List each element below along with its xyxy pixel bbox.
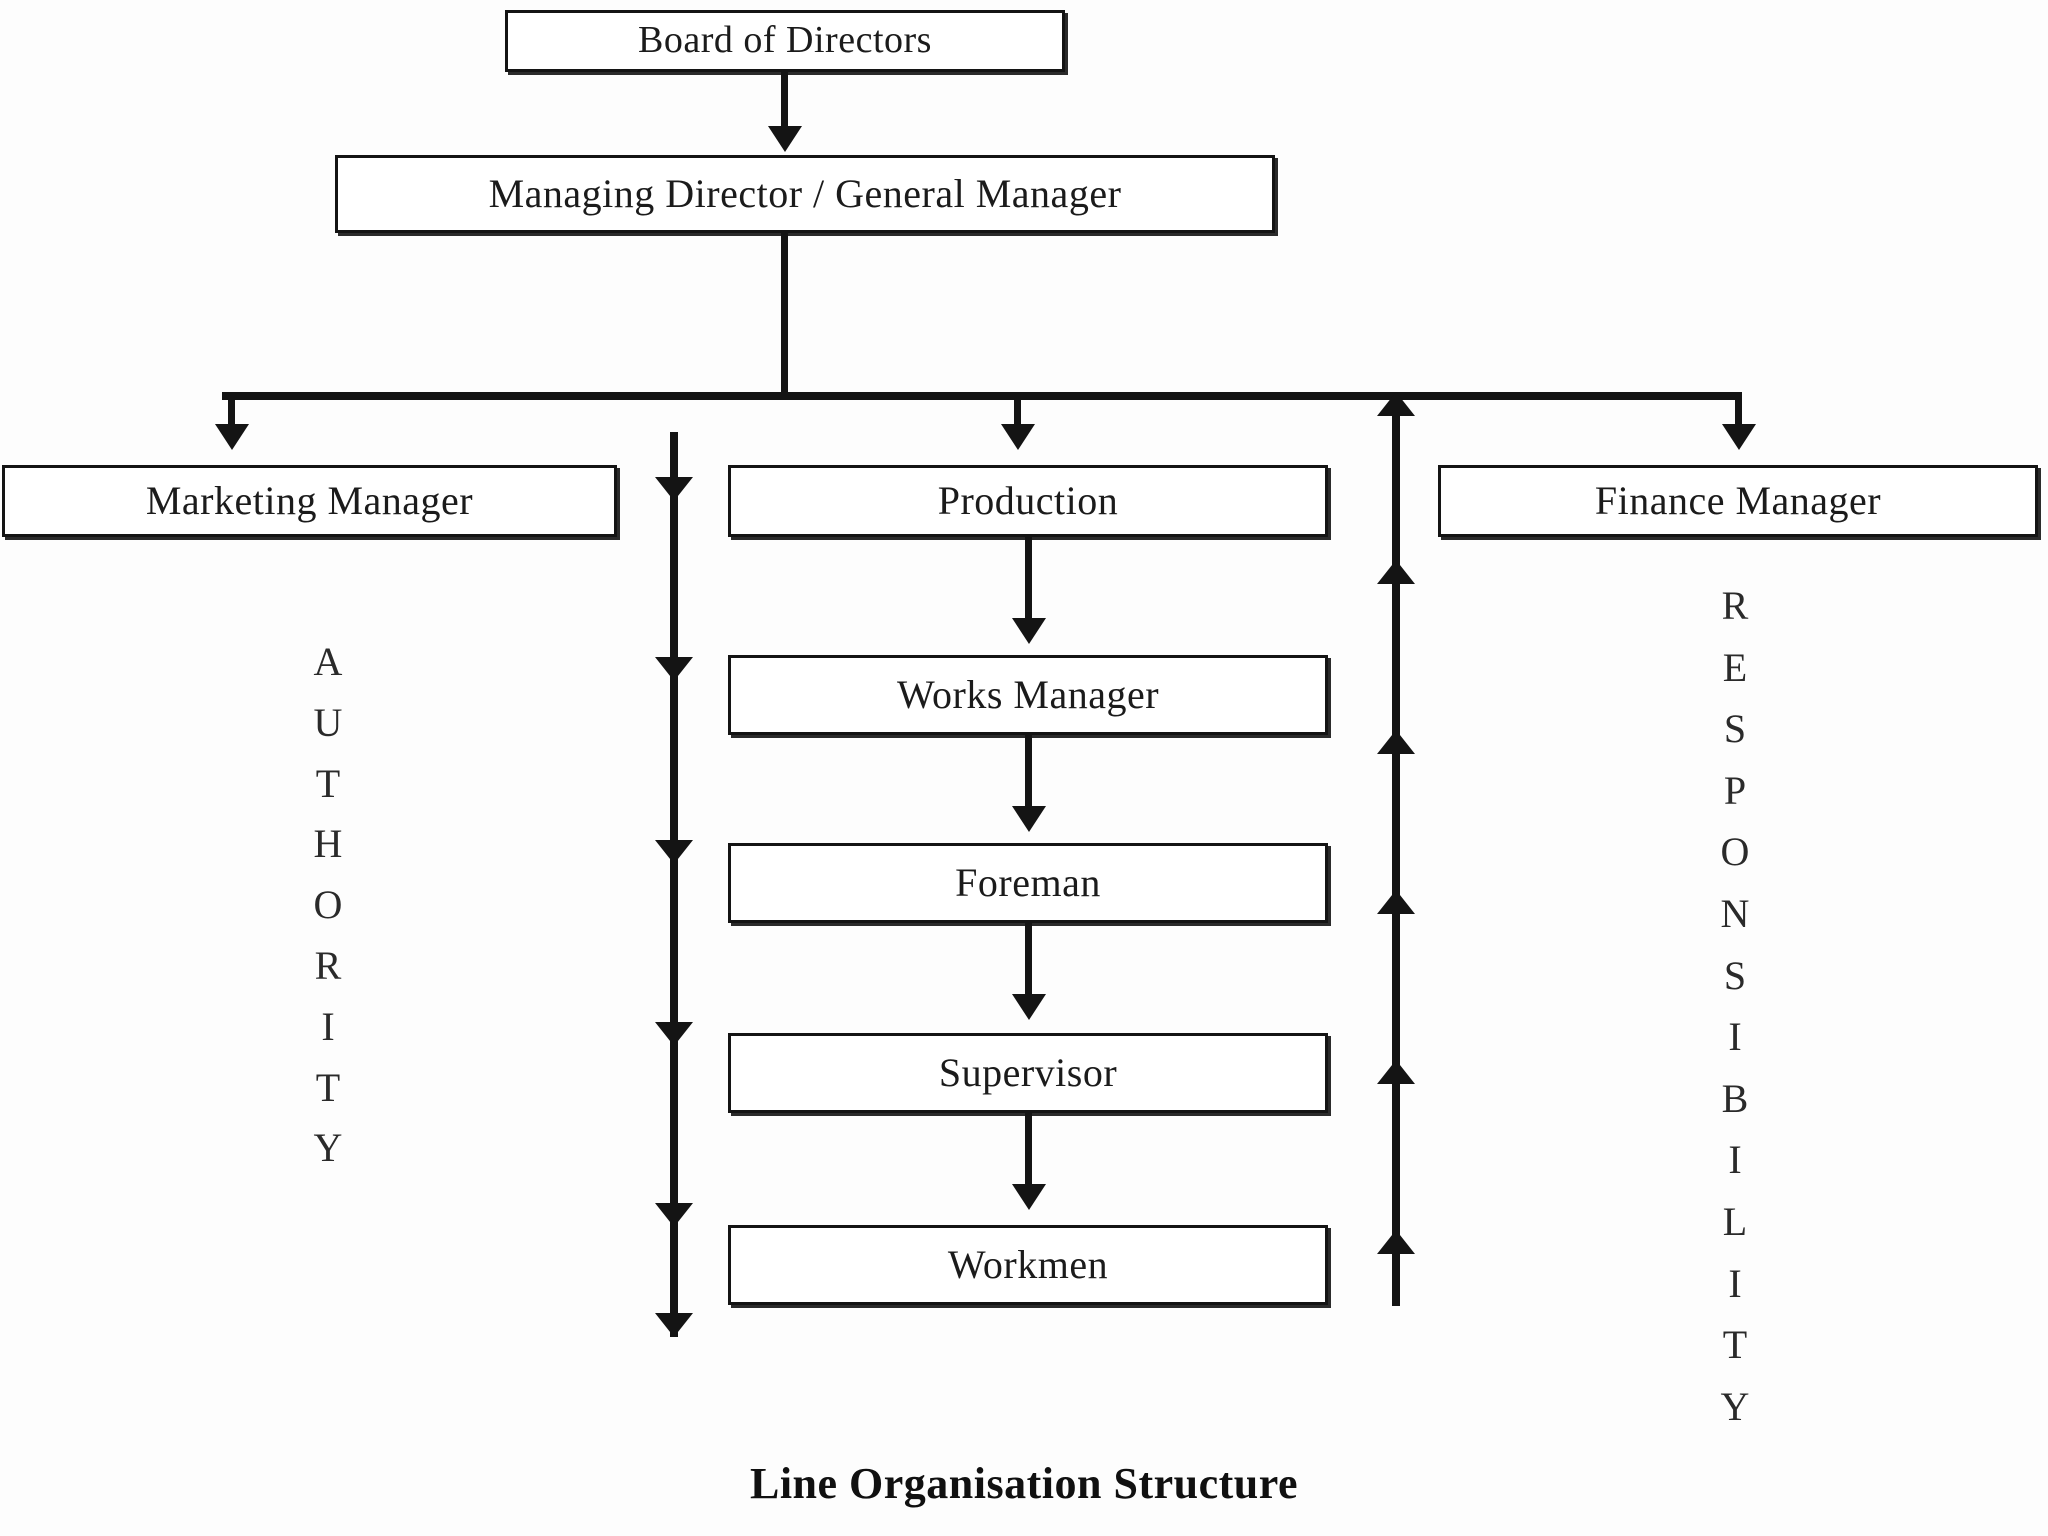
arrowhead-production-to-works-manager xyxy=(1012,618,1046,644)
responsibility-letter-2: S xyxy=(1723,706,1747,752)
arrowhead-works-manager-to-foreman xyxy=(1012,806,1046,832)
authority-letter-7: T xyxy=(315,1064,341,1110)
responsibility-letter-9: I xyxy=(1728,1137,1742,1183)
authority-label: A U T H O R I T Y xyxy=(300,632,356,1179)
node-managing-director-label: Managing Director / General Manager xyxy=(488,171,1122,216)
responsibility-letter-4: O xyxy=(1720,829,1750,875)
responsibility-arrowhead-1 xyxy=(1377,392,1415,416)
connector-supervisor-to-workmen xyxy=(1025,1113,1032,1193)
authority-arrowhead-5 xyxy=(655,1203,693,1227)
node-production-label: Production xyxy=(937,478,1119,523)
connector-foreman-to-supervisor xyxy=(1025,923,1032,1003)
authority-letter-0: A xyxy=(313,639,343,684)
arrowhead-foreman-to-supervisor xyxy=(1012,994,1046,1020)
responsibility-letter-13: Y xyxy=(1720,1383,1750,1429)
authority-letter-3: H xyxy=(313,821,343,867)
node-board-of-directors-label: Board of Directors xyxy=(638,19,932,62)
authority-arrowhead-2 xyxy=(655,657,693,681)
node-managing-director: Managing Director / General Manager xyxy=(335,155,1275,233)
responsibility-letter-11: I xyxy=(1728,1260,1742,1306)
connector-production-to-works-manager xyxy=(1025,537,1032,627)
node-supervisor: Supervisor xyxy=(728,1033,1328,1113)
connector-bus-to-marketing xyxy=(228,392,235,432)
responsibility-letter-10: L xyxy=(1722,1198,1748,1244)
arrowhead-board-to-md xyxy=(768,126,802,152)
responsibility-arrowhead-5 xyxy=(1377,1060,1415,1084)
distribution-bus xyxy=(222,392,1742,400)
responsibility-arrowhead-4 xyxy=(1377,890,1415,914)
node-workmen: Workmen xyxy=(728,1225,1328,1305)
authority-flow-line xyxy=(670,432,678,1337)
responsibility-letter-3: P xyxy=(1723,767,1747,813)
arrowhead-bus-to-finance xyxy=(1722,424,1756,450)
responsibility-letter-12: T xyxy=(1722,1322,1748,1368)
arrowhead-supervisor-to-workmen xyxy=(1012,1184,1046,1210)
node-board-of-directors: Board of Directors xyxy=(505,10,1065,72)
node-foreman-label: Foreman xyxy=(955,860,1101,905)
node-works-manager: Works Manager xyxy=(728,655,1328,735)
node-foreman: Foreman xyxy=(728,843,1328,923)
arrowhead-bus-to-marketing xyxy=(215,424,249,450)
node-marketing-manager: Marketing Manager xyxy=(2,465,617,537)
diagram-caption-text: Line Organisation Structure xyxy=(749,1459,1299,1508)
responsibility-flow-line xyxy=(1392,396,1400,1306)
diagram-caption: Line Organisation Structure xyxy=(0,1458,2048,1509)
connector-board-to-md xyxy=(781,72,788,134)
node-works-manager-label: Works Manager xyxy=(896,672,1160,717)
responsibility-letter-0: R xyxy=(1721,583,1749,628)
responsibility-arrowhead-6 xyxy=(1377,1230,1415,1254)
responsibility-label: R E S P O N S I B I L I T Y xyxy=(1707,575,1763,1437)
authority-arrowhead-6 xyxy=(655,1313,693,1337)
node-supervisor-label: Supervisor xyxy=(938,1050,1118,1095)
node-production: Production xyxy=(728,465,1328,537)
authority-letter-8: Y xyxy=(313,1125,343,1171)
node-workmen-label: Workmen xyxy=(947,1242,1109,1287)
responsibility-letter-1: E xyxy=(1722,644,1748,690)
authority-arrowhead-4 xyxy=(655,1022,693,1046)
responsibility-letter-8: B xyxy=(1721,1075,1749,1121)
connector-works-manager-to-foreman xyxy=(1025,735,1032,815)
responsibility-arrowhead-3 xyxy=(1377,730,1415,754)
authority-letter-1: U xyxy=(313,699,343,745)
authority-arrowhead-1 xyxy=(655,477,693,501)
responsibility-letter-5: N xyxy=(1720,890,1750,936)
connector-md-to-bus xyxy=(781,233,788,399)
node-marketing-manager-label: Marketing Manager xyxy=(145,478,474,523)
authority-arrowhead-3 xyxy=(655,840,693,864)
node-finance-manager-label: Finance Manager xyxy=(1594,478,1882,523)
responsibility-letter-7: I xyxy=(1728,1014,1742,1060)
connector-bus-to-production xyxy=(1014,392,1021,432)
authority-letter-2: T xyxy=(315,760,341,806)
responsibility-arrowhead-2 xyxy=(1377,560,1415,584)
connector-bus-to-finance xyxy=(1735,392,1742,432)
authority-letter-4: O xyxy=(313,882,343,928)
arrowhead-bus-to-production xyxy=(1001,424,1035,450)
authority-letter-5: R xyxy=(314,942,342,988)
authority-letter-6: I xyxy=(321,1003,335,1049)
node-finance-manager: Finance Manager xyxy=(1438,465,2038,537)
responsibility-letter-6: S xyxy=(1723,952,1747,998)
